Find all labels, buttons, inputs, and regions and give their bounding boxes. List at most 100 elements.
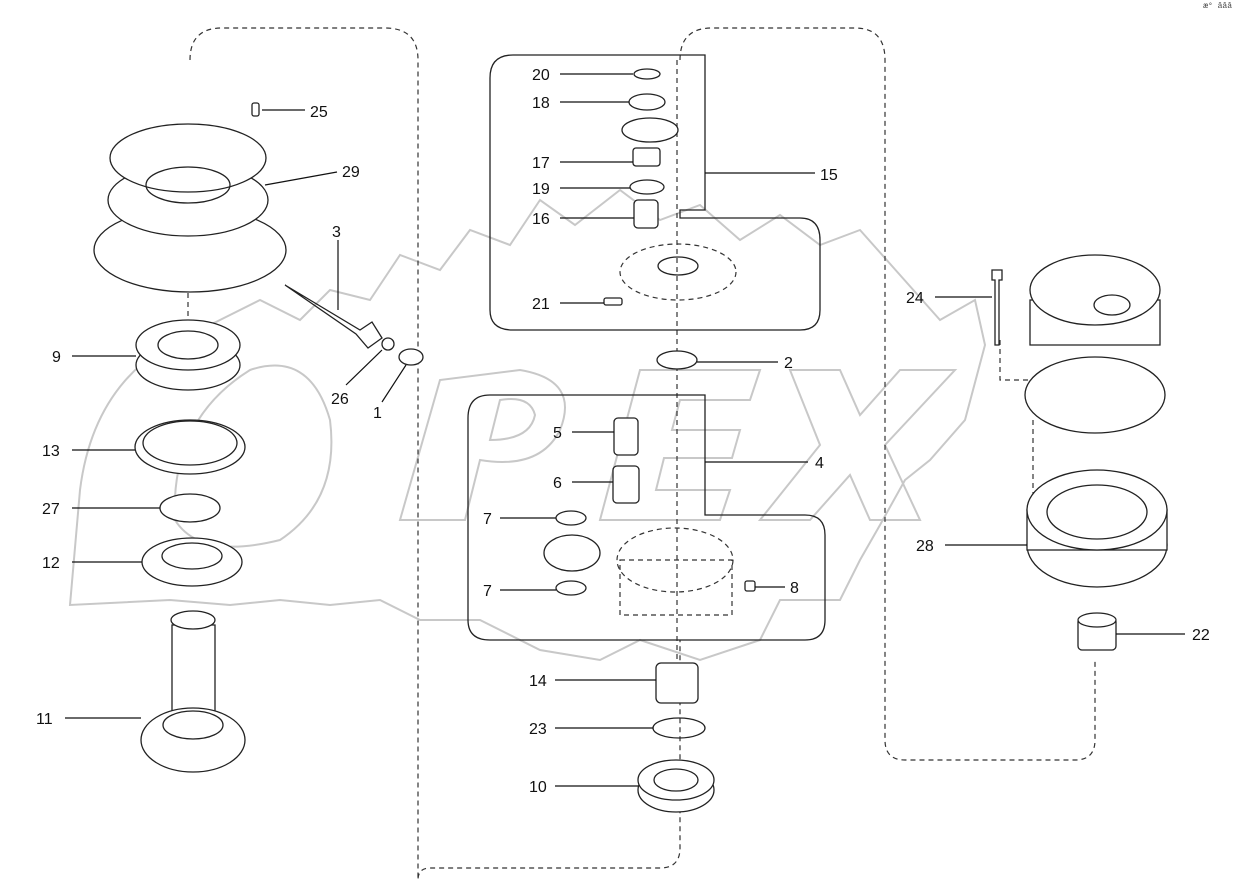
pin-16 — [633, 199, 659, 229]
level-gauge-3 — [284, 284, 383, 349]
spring-pin-21 — [603, 297, 623, 306]
callout-29: 29 — [342, 164, 360, 181]
lower-carrier-body — [619, 559, 733, 616]
callout-27: 27 — [42, 501, 60, 518]
housing-assembly — [93, 123, 287, 293]
snap-ring-20 — [633, 68, 661, 80]
guide-right-column — [679, 27, 1096, 761]
seal-12-outer — [141, 537, 243, 587]
callout-15: 15 — [820, 167, 838, 184]
callout-4: 4 — [815, 455, 824, 472]
callout-25: 25 — [310, 104, 328, 121]
callout-26: 26 — [331, 391, 349, 408]
bearing-9 — [135, 319, 241, 391]
guide-left-column — [189, 27, 681, 881]
callout-21: 21 — [532, 296, 550, 313]
callout-9: 9 — [52, 349, 61, 366]
ring-gear-teeth — [1046, 484, 1148, 540]
watermark-letter-e — [598, 369, 762, 521]
callout-18: 18 — [532, 95, 550, 112]
leader-29 — [264, 171, 338, 186]
corner-mark: æ° âââ — [1203, 2, 1232, 11]
watermark-letter-p — [398, 368, 566, 521]
callout-19: 19 — [532, 181, 550, 198]
ring-gear-28 — [1026, 469, 1168, 588]
callout-28: 28 — [916, 538, 934, 555]
motor-base — [1024, 356, 1166, 434]
callout-10: 10 — [529, 779, 547, 796]
ring-13-inner — [142, 420, 238, 466]
ring-13 — [134, 419, 246, 475]
pinion-shaft-spline — [170, 610, 216, 630]
callout-20: 20 — [532, 67, 550, 84]
seal-12-inner — [161, 542, 223, 570]
leader-1 — [381, 364, 407, 403]
plug-22 — [1077, 612, 1117, 651]
pinion-gear-top — [162, 710, 224, 740]
callout-6: 6 — [553, 475, 562, 492]
bearing-9-inner — [157, 330, 219, 360]
bearing-10-top — [637, 759, 715, 801]
thrust-washer-7-lower — [555, 580, 587, 596]
guide-motor-link — [999, 340, 1030, 381]
bolt-24 — [991, 269, 1003, 346]
swing-motor — [1024, 254, 1166, 434]
planet-gear-upper — [621, 117, 679, 143]
callout-labels: 25 29 3 9 26 1 13 27 12 11 20 18 17 19 1… — [36, 67, 1210, 796]
thrust-washer-19 — [629, 179, 665, 195]
pinion-gear-teeth — [140, 707, 246, 773]
bearing-10-inner — [653, 768, 699, 792]
callout-12: 12 — [42, 555, 60, 572]
leader-26 — [345, 349, 383, 386]
washer-2 — [656, 350, 698, 370]
ring-13-outer — [134, 419, 246, 475]
plug-22-top — [1077, 612, 1117, 628]
callout-13: 13 — [42, 443, 60, 460]
callout-2: 2 — [784, 355, 793, 372]
pinion-shaft-11 — [140, 610, 246, 773]
callout-7-upper: 7 — [483, 511, 492, 528]
bearing-10 — [637, 759, 715, 813]
callout-17: 17 — [532, 155, 550, 172]
leader-lines — [65, 73, 1185, 787]
bushing-5 — [613, 417, 639, 456]
thrust-washer-18 — [628, 93, 666, 111]
spring-pin-8 — [744, 580, 756, 592]
lower-carrier-panel — [467, 394, 826, 641]
housing-top — [109, 123, 267, 193]
plug-25 — [251, 102, 260, 117]
callout-16: 16 — [532, 211, 550, 228]
watermark-letter-x — [757, 369, 958, 521]
planet-gear-lower — [543, 534, 601, 572]
upper-carrier-hub — [657, 256, 699, 276]
upper-carrier-disc — [619, 243, 737, 301]
housing-bore — [145, 166, 231, 204]
callout-14: 14 — [529, 673, 547, 690]
upper-panel-frame — [489, 54, 821, 331]
snap-ring-23 — [652, 717, 706, 739]
callout-11: 11 — [36, 711, 53, 728]
seal-12 — [141, 537, 243, 587]
callout-1: 1 — [373, 405, 382, 422]
callout-3: 3 — [332, 224, 341, 241]
thrust-washer-7-upper — [555, 510, 587, 526]
lower-panel-frame — [467, 394, 826, 641]
callout-8: 8 — [790, 580, 799, 597]
upper-carrier-panel — [489, 54, 821, 331]
pin-6 — [612, 465, 640, 504]
callout-22: 22 — [1192, 627, 1210, 644]
plug-1 — [398, 348, 424, 366]
ring-gear-top — [1026, 469, 1168, 551]
motor-top — [1029, 254, 1161, 326]
callout-5: 5 — [553, 425, 562, 442]
watermark-letter-o — [173, 364, 333, 548]
lower-carrier-disc — [616, 527, 734, 593]
callout-23: 23 — [529, 721, 547, 738]
callout-24: 24 — [906, 290, 924, 307]
bearing-9-top — [135, 319, 241, 371]
needle-bearing-17 — [632, 147, 661, 167]
oring-27 — [159, 493, 221, 523]
sun-gear-14 — [655, 662, 699, 704]
washer-26 — [381, 337, 395, 351]
